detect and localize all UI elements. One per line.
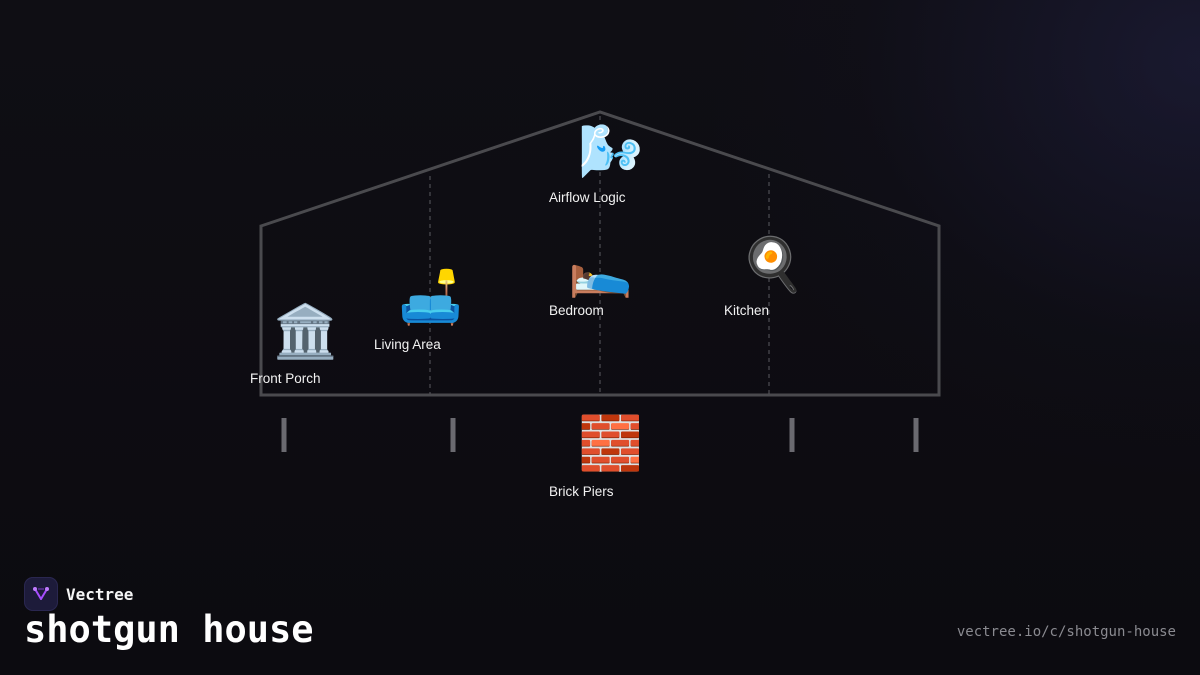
node-label: Kitchen xyxy=(724,303,770,318)
page-title: shotgun house xyxy=(24,608,314,651)
node-label: Front Porch xyxy=(250,371,321,386)
wind-face-icon: 🌬️ xyxy=(578,122,643,182)
brick-icon: 🧱 xyxy=(578,414,643,474)
node-label: Brick Piers xyxy=(549,484,614,499)
frying-pan-icon: 🍳 xyxy=(740,235,805,295)
vectree-logo-icon xyxy=(24,577,58,611)
node-label: Airflow Logic xyxy=(549,190,626,205)
node-label: Bedroom xyxy=(549,303,604,318)
house-outline xyxy=(259,110,941,397)
brand[interactable]: Vectree xyxy=(24,577,133,611)
node-label: Living Area xyxy=(374,337,441,352)
brand-name: Vectree xyxy=(66,584,134,604)
source-url[interactable]: vectree.io/c/shotgun-house xyxy=(956,624,1176,640)
classical-building-icon: 🏛️ xyxy=(273,302,338,362)
bed-icon: 🛌 xyxy=(568,240,633,300)
couch-lamp-icon: 🛋️ xyxy=(398,268,463,328)
